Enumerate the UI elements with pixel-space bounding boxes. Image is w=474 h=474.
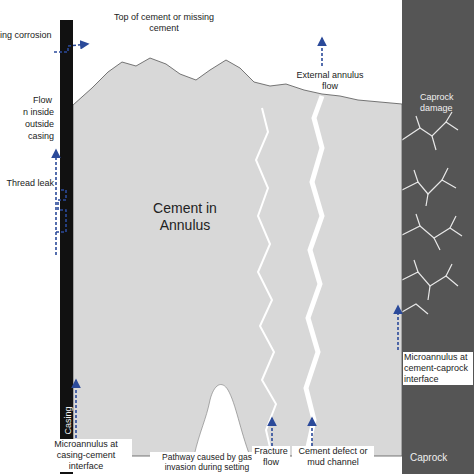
callout-label: ing corrosion (0, 30, 56, 41)
part-name: Cement in Annulus (140, 200, 230, 234)
cement-annulus (73, 58, 402, 456)
fracture (256, 108, 276, 456)
callout-label: Pathway caused by gas invasion during se… (150, 452, 264, 472)
callout-label: outside (2, 119, 54, 130)
caprock-damage-cracks (402, 112, 462, 314)
callout-label: Caprock damage (420, 92, 470, 114)
caprock (402, 0, 474, 474)
callout-label: Microannulus at casing-cement interface (40, 439, 132, 472)
casing (60, 20, 73, 474)
callout-label: Thread leak (0, 178, 54, 189)
part-name: Caprock (410, 452, 470, 464)
callout-label: External annulus flow (292, 70, 368, 92)
flow-arrows (54, 38, 398, 446)
gas-pathway (194, 385, 250, 456)
callout-label: Flow (20, 95, 52, 106)
callout-label: Microannulus at cement-caprock interface (403, 352, 473, 385)
callout-label: Fracture flow (252, 446, 290, 468)
callout-label: Top of cement or missing cement (104, 12, 224, 34)
callout-label: n inside (2, 107, 54, 118)
mud-channel (306, 96, 322, 456)
callout-label: Cement defect or mud channel (292, 446, 374, 468)
callout-label: casing (2, 131, 54, 142)
